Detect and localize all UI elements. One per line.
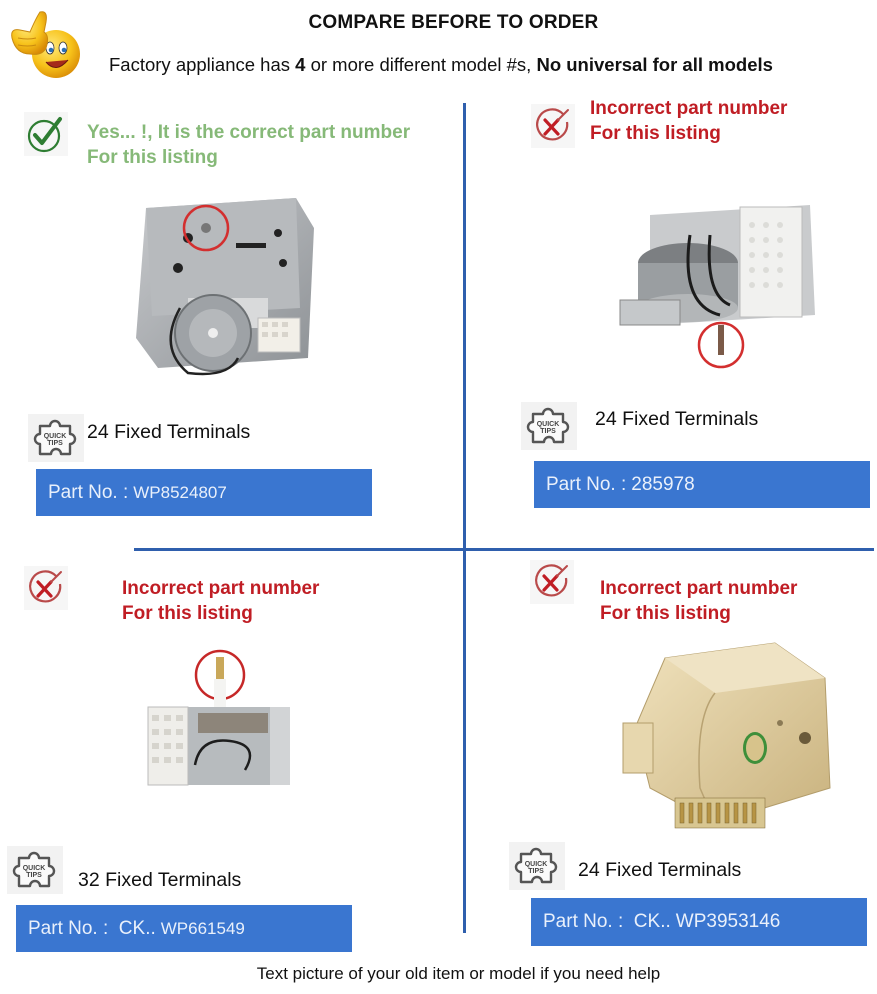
x-circle-icon (24, 566, 68, 610)
thumbs-up-emoji-icon (6, 8, 88, 82)
product-image-timer-wp3953146 (605, 638, 835, 838)
product-image-timer-wp661549 (140, 645, 300, 800)
x-circle-icon (531, 104, 575, 148)
status-line-2: For this listing (122, 603, 253, 624)
status-line-1: Incorrect part number (590, 98, 788, 119)
check-circle-icon (24, 112, 68, 156)
part-label: Part No. : (546, 473, 627, 495)
status-line-1: Yes... !, It is the correct part number (87, 122, 411, 143)
quick-tips-puzzle-icon (7, 846, 63, 894)
status-line-1: Incorrect part number (600, 578, 798, 599)
part-label: Part No. : (48, 481, 129, 503)
part-number-box: Part No. : 285978 (534, 461, 870, 508)
status-line-2: For this listing (590, 123, 721, 144)
part-label: Part No. : CK.. (28, 917, 156, 939)
part-number-box: Part No. : WP8524807 (36, 469, 372, 516)
quick-tips-puzzle-icon (28, 414, 84, 462)
status-label-incorrect: Incorrect part number For this listing (590, 96, 787, 146)
horizontal-divider (134, 548, 874, 551)
footer-help-text: Text picture of your old item or model i… (256, 964, 661, 983)
page-subtitle: Factory appliance has 4 or more differen… (109, 54, 773, 76)
subtitle-prefix: Factory appliance has (109, 54, 296, 75)
terminals-info: 32 Fixed Terminals (78, 869, 242, 891)
part-number-box: Part No. : CK.. WP3953146 (531, 898, 867, 946)
status-line-1: Incorrect part number (122, 578, 320, 599)
terminals-info: 24 Fixed Terminals (87, 421, 251, 443)
part-number: WP661549 (160, 918, 245, 938)
quick-tips-puzzle-icon (521, 402, 577, 450)
page-title: COMPARE BEFORE TO ORDER (308, 12, 599, 33)
terminals-info: 24 Fixed Terminals (578, 859, 742, 881)
subtitle-count: 4 (295, 54, 306, 75)
quick-tips-puzzle-icon (509, 842, 565, 890)
part-number: 285978 (631, 473, 695, 495)
vertical-divider (463, 103, 466, 933)
product-image-timer-285978 (610, 185, 830, 370)
status-label-incorrect: Incorrect part number For this listing (600, 576, 797, 626)
product-image-timer-wp8524807 (118, 188, 338, 383)
x-circle-icon (530, 560, 574, 604)
part-label: Part No. : CK.. (543, 911, 671, 932)
subtitle-warning: No universal for all models (536, 54, 773, 75)
subtitle-middle: or more different model #s, (305, 54, 537, 75)
terminals-info: 24 Fixed Terminals (595, 408, 759, 430)
status-label-correct: Yes... !, It is the correct part number … (87, 120, 410, 170)
part-number: WP3953146 (675, 911, 781, 932)
status-line-2: For this listing (600, 603, 731, 624)
part-number: WP8524807 (133, 482, 227, 502)
status-line-2: For this listing (87, 147, 218, 168)
part-number-box: Part No. : CK.. WP661549 (16, 905, 352, 952)
status-label-incorrect: Incorrect part number For this listing (122, 576, 319, 626)
